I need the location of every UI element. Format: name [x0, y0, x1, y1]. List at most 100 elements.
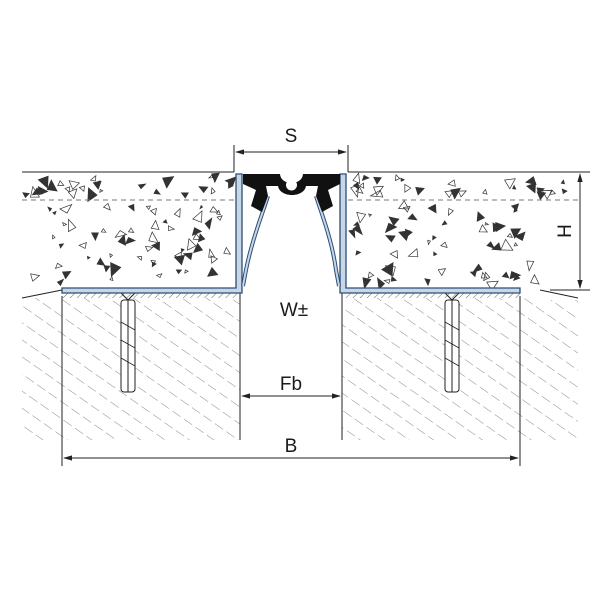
aggregate-speck [58, 243, 65, 249]
aggregate-speck [513, 242, 519, 247]
inner-fin-left [241, 195, 270, 287]
aggregate-speck [355, 250, 362, 256]
aggregate-speck [192, 242, 204, 254]
aggregate-speck [384, 222, 398, 234]
aggregate-speck [173, 254, 186, 266]
aggregate-speck [68, 180, 81, 191]
aggregate-speck [87, 187, 98, 203]
aggregate-speck [469, 271, 477, 278]
aggregate-speck [526, 182, 536, 194]
aggregate-speck [192, 233, 202, 241]
aggregate-speck [372, 185, 385, 197]
aggregate-speck [109, 276, 114, 281]
aggregate-speck [46, 179, 58, 192]
gap-edges [239, 290, 343, 440]
dimension-w-label: W± [280, 300, 308, 321]
aggregate-speck [504, 178, 516, 190]
substrate-right [342, 298, 578, 440]
aggregate-speck [353, 221, 360, 226]
aggregate-speck [407, 247, 419, 258]
aggregate-speck [536, 187, 545, 195]
aggregate-speck [30, 273, 41, 282]
aggregate-speck [207, 266, 219, 277]
dimension-h [550, 171, 590, 291]
aggregate-speck [78, 241, 87, 249]
aggregate-speck [216, 209, 221, 216]
aggregate-speck [560, 179, 565, 185]
aggregate-speck [400, 177, 406, 182]
dimension-fb-label: Fb [280, 374, 302, 395]
aggregate-speck [91, 232, 99, 242]
aggregate-speck [381, 261, 394, 277]
aggregate-speck [102, 202, 111, 211]
aggregate-speck [150, 219, 160, 230]
aggregate-speck [404, 183, 412, 193]
aggregate-speck [223, 246, 232, 255]
aggregate-speck [500, 238, 514, 251]
aggregate-speck [530, 273, 540, 285]
aggregate-speck [471, 263, 483, 274]
aggregate-speck [182, 252, 193, 261]
aggregate-speck [549, 189, 557, 195]
aggregate-speck [492, 222, 503, 233]
aggregate-speck [52, 234, 56, 240]
dimension-h-label: H [555, 224, 576, 238]
aggregate-speck [127, 227, 135, 233]
aggregate-speck [524, 176, 537, 185]
aggregate-speck [208, 248, 215, 258]
aggregate-speck [180, 192, 189, 199]
aggregate-speck [432, 235, 437, 241]
aggregate-speck [356, 211, 367, 224]
aggregate-speck [67, 188, 78, 200]
aggregate-speck [367, 271, 375, 279]
aggregate-speck [114, 230, 128, 238]
aggregate-speck [526, 260, 535, 272]
aggregate-speck [352, 172, 361, 184]
aggregate-speck [407, 213, 418, 221]
aggregate-speck [145, 205, 152, 211]
aggregate-speck [52, 210, 57, 216]
aggregate-speck [486, 280, 499, 292]
aggregate-speck [441, 220, 448, 226]
aggregate-speck [211, 172, 220, 184]
dimension-s-label: S [285, 126, 298, 147]
aluminium-profile-left [61, 173, 243, 294]
aggregate-speck [358, 182, 365, 189]
concrete-aggregate [22, 172, 568, 292]
aggregate-speck [92, 180, 102, 190]
aggregate-speck [450, 187, 461, 200]
aggregate-speck [204, 217, 213, 230]
aggregate-speck [210, 187, 216, 195]
screed-layer-left [22, 200, 240, 300]
aggregate-speck [209, 206, 219, 213]
aggregate-speck [348, 229, 356, 239]
aggregate-speck [207, 174, 213, 179]
aggregate-speck [383, 279, 391, 285]
bedding-right [344, 291, 520, 298]
inner-fin-right [314, 195, 341, 287]
aggregate-speck [394, 174, 401, 182]
aggregate-speck [47, 206, 53, 213]
aggregate-speck [352, 181, 360, 190]
aggregate-speck [174, 251, 182, 260]
aggregate-speck [89, 174, 97, 182]
finish-layer-left [22, 172, 240, 200]
aggregate-speck [110, 262, 122, 278]
screed-layer-right [342, 200, 578, 300]
dimension-b-label: B [285, 436, 298, 457]
aggregate-speck [361, 174, 370, 181]
aggregate-speck [149, 207, 157, 216]
aggregate-speck [512, 184, 517, 190]
aggregate-speck [30, 185, 41, 198]
aggregate-speck [54, 262, 64, 269]
aggregate-speck [402, 206, 411, 213]
aggregate-speck [37, 175, 49, 189]
aggregate-speck [144, 245, 154, 252]
aggregate-speck [216, 215, 223, 221]
aggregate-speck [153, 188, 161, 195]
aggregate-speck [186, 238, 197, 251]
aggregate-speck [437, 268, 447, 277]
aggregate-speck [510, 228, 522, 240]
anchor-bolt-left [117, 289, 139, 393]
